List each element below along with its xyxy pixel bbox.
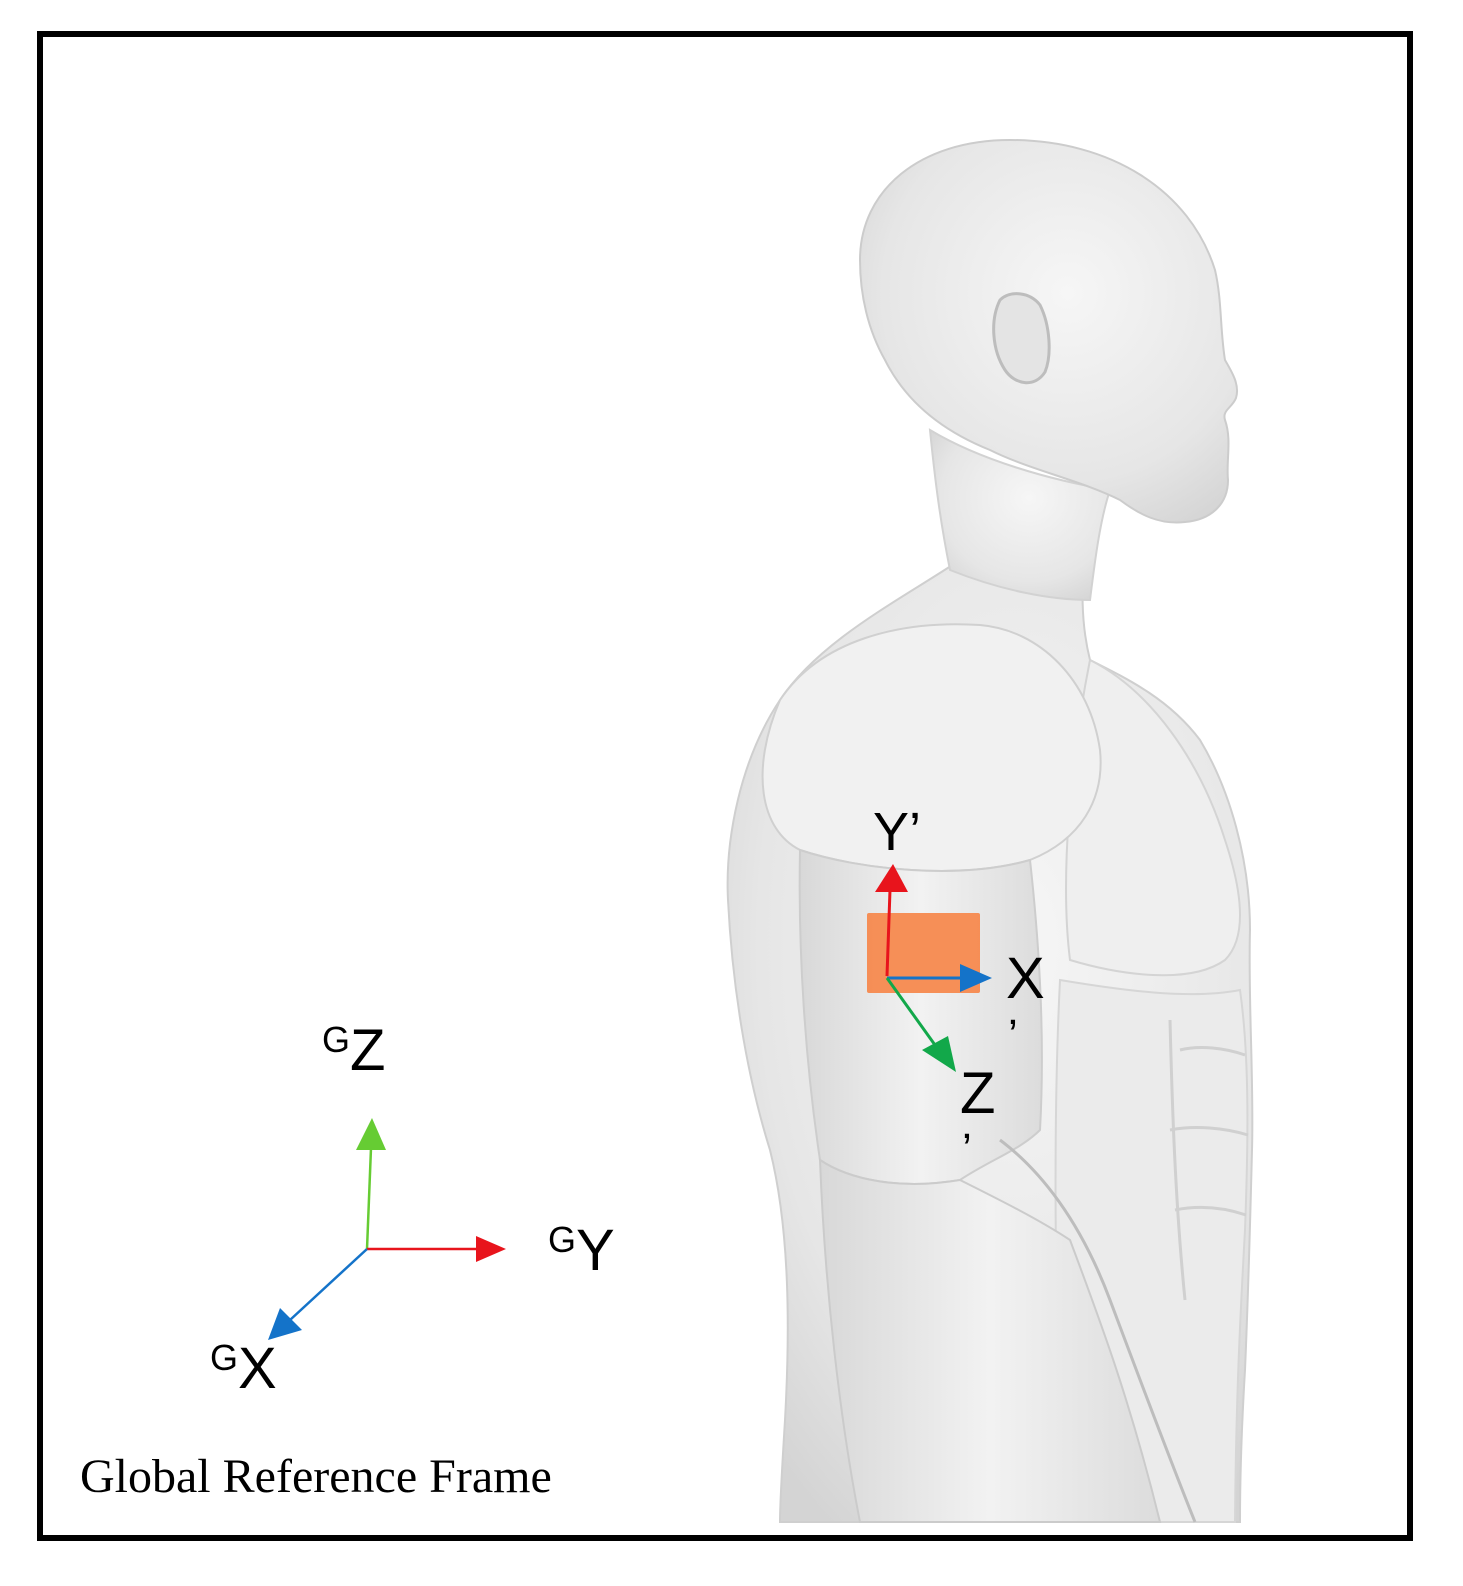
sensor-x-arrowhead [960,964,992,992]
sensor-x-label: X [1006,946,1045,1011]
sensor-y-axis [885,889,892,977]
global-x-arrowhead [268,1308,302,1340]
neck-shape [928,428,1112,602]
global-frame: GZ GY GX Global Reference Frame [80,1018,615,1503]
sensor-z-axis [885,977,937,1046]
sensor-z-prime: ’ [962,1125,972,1174]
caption: Global Reference Frame [80,1450,552,1503]
sensor-frame: Y’ X ’ Z ’ [867,802,1045,1174]
sensor-x-prime: ’ [1008,1011,1018,1060]
sensor-z-label: Z [960,1061,995,1126]
forearm-edge [999,1138,1197,1523]
ear-shape [992,292,1051,385]
global-y-label: GY [548,1218,615,1283]
imu-sensor [867,913,980,993]
shoulder-shape [761,623,1102,872]
global-x-axis [289,1248,368,1321]
global-z-label: GZ [322,1018,385,1083]
human-figure [726,138,1254,1523]
global-z-arrowhead [356,1118,386,1150]
global-y-arrowhead [476,1236,506,1262]
sensor-y-label: Y’ [873,802,921,862]
global-x-label: GX [210,1336,277,1401]
sensor-y-arrowhead [875,864,908,892]
upper-arm-shape [798,848,1043,1185]
forearm-shape [818,1158,1162,1523]
sensor-z-arrowhead [922,1036,956,1072]
abdominal-lines [1168,1019,1249,1301]
global-z-axis [365,1147,373,1250]
